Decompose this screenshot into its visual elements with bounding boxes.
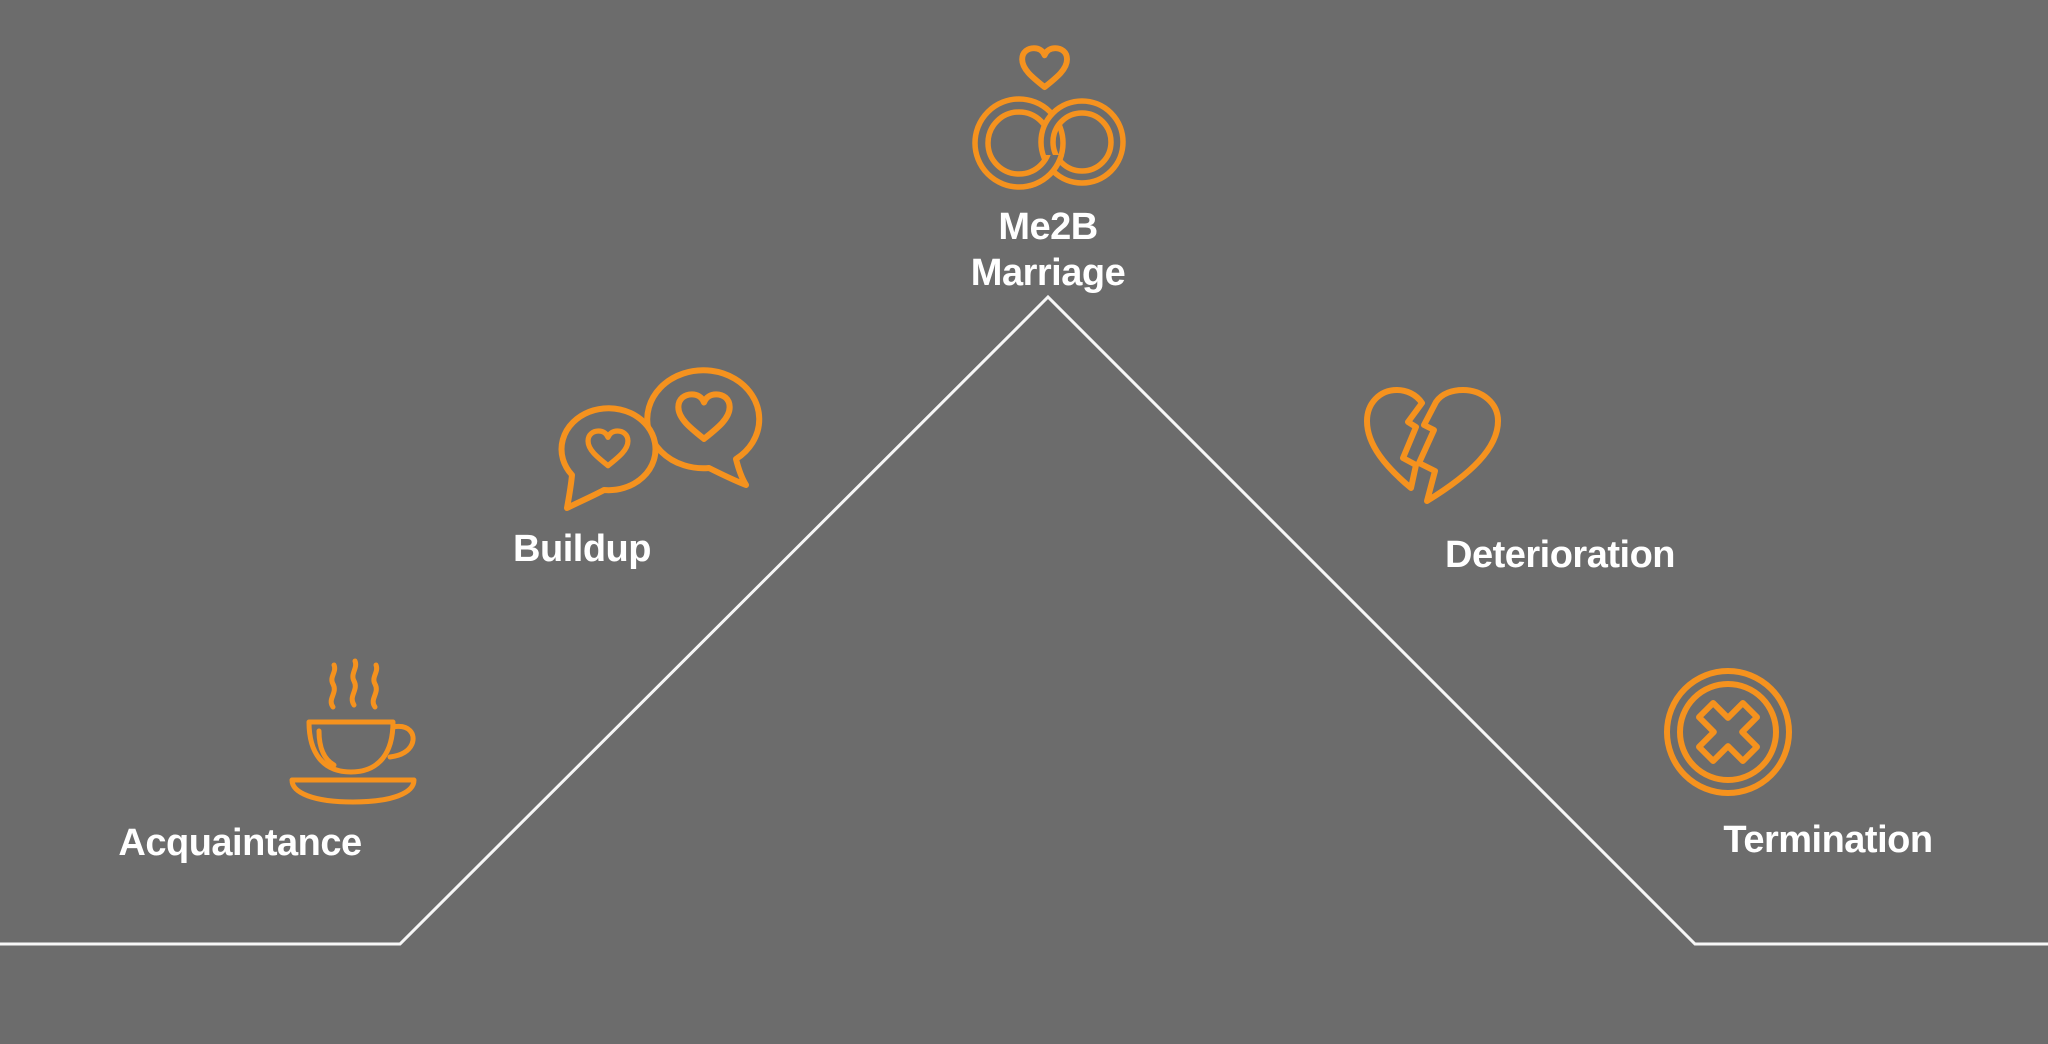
stage-label-deterioration: Deterioration	[1445, 534, 1675, 576]
stage-label-acquaintance: Acquaintance	[118, 822, 362, 864]
stage-label-termination: Termination	[1723, 819, 1933, 861]
stage-label-buildup: Buildup	[513, 528, 651, 570]
stage-label-line-2: Marriage	[970, 252, 1126, 294]
stage-label-line-1: Me2B	[998, 206, 1098, 248]
stage-label-me2b-marriage: Me2B Marriage	[970, 204, 1126, 296]
coffee-cup-icon	[287, 655, 427, 810]
chat-hearts-icon	[553, 367, 763, 518]
circle-x-icon	[1663, 667, 1793, 797]
curve-polyline	[0, 294, 2048, 946]
wedding-rings-heart-icon	[970, 45, 1130, 205]
broken-heart-icon	[1363, 387, 1503, 510]
